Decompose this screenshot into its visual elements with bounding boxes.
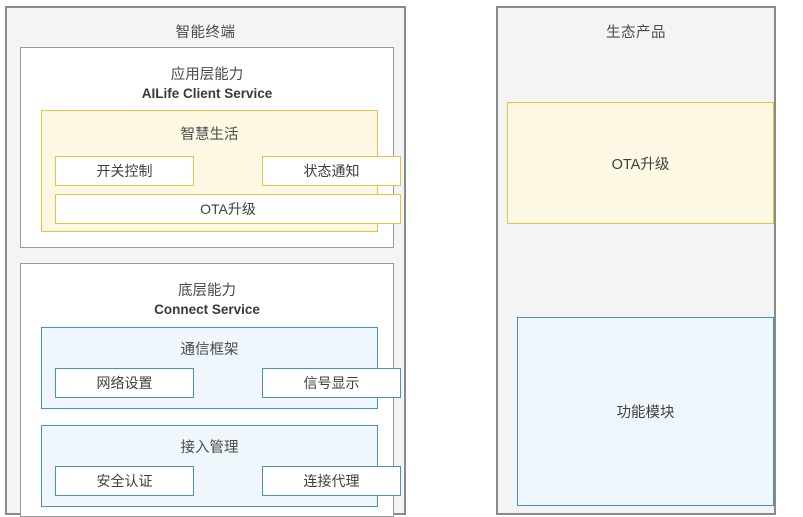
- group-access-management: 接入管理 安全认证 连接代理: [41, 425, 401, 507]
- chip-signal-display[interactable]: 信号显示: [262, 368, 401, 398]
- chip-security-authentication[interactable]: 安全认证: [55, 466, 194, 496]
- chip-connection-agent[interactable]: 连接代理: [262, 466, 401, 496]
- panel-smart-terminal-title: 智能终端: [175, 25, 236, 41]
- layer-application-capability: 应用层能力 AILife Client Service 智慧生活 开关控制 状态…: [20, 47, 401, 248]
- panel-ecology-product-title: 生态产品: [606, 25, 666, 41]
- layer-application-heading: 应用层能力 AILife Client Service: [21, 66, 393, 103]
- layer-application-heading-en: AILife Client Service: [141, 86, 273, 102]
- group-access-management-title: 接入管理: [180, 440, 239, 456]
- group-smart-life-title: 智慧生活: [180, 127, 239, 143]
- panel-ecology-product: 生态产品 OTA升级 功能模块: [496, 6, 776, 515]
- layer-connect-heading: 底层能力 Connect Service: [21, 282, 393, 319]
- layer-application-heading-cn: 应用层能力: [170, 67, 244, 83]
- group-communication-framework: 通信框架 网络设置 信号显示: [41, 327, 401, 409]
- block-function-module[interactable]: 功能模块: [517, 317, 774, 506]
- chip-ota-upgrade[interactable]: OTA升级: [55, 194, 401, 224]
- layer-connect-heading-cn: 底层能力: [178, 283, 236, 299]
- layer-bottom-capability: 底层能力 Connect Service 通信框架 网络设置 信号显示 接入管理…: [20, 263, 401, 517]
- chip-switch-control[interactable]: 开关控制: [55, 156, 194, 186]
- group-smart-life: 智慧生活 开关控制 状态通知 OTA升级: [41, 110, 401, 232]
- block-ota-upgrade[interactable]: OTA升级: [507, 102, 774, 224]
- layer-connect-heading-en: Connect Service: [154, 302, 260, 318]
- panel-smart-terminal: 智能终端 应用层能力 AILife Client Service 智慧生活 开关…: [5, 6, 406, 517]
- chip-network-setting[interactable]: 网络设置: [55, 368, 194, 398]
- chip-status-notification[interactable]: 状态通知: [262, 156, 401, 186]
- group-communication-framework-title: 通信框架: [180, 342, 239, 358]
